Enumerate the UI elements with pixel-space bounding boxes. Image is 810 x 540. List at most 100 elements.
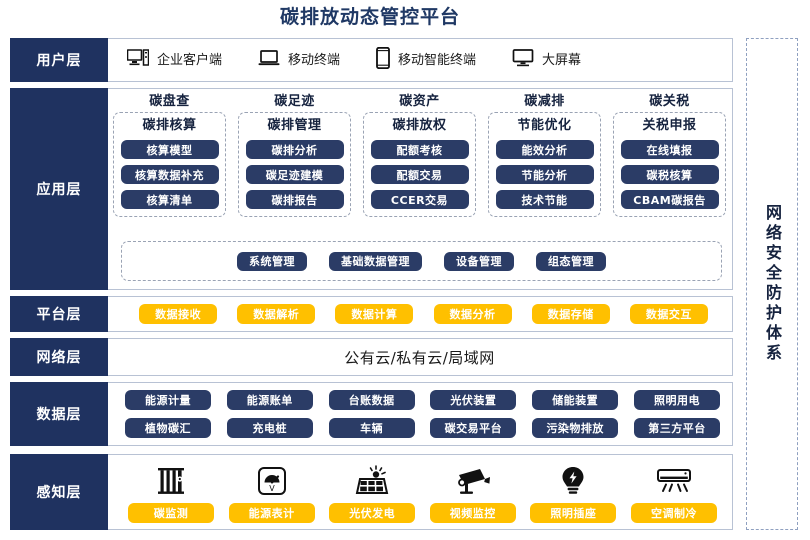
data-source-pill[interactable]: 第三方平台 bbox=[633, 418, 720, 438]
app-item-pill[interactable]: 核算数据补充 bbox=[120, 165, 219, 184]
data-source-pill[interactable]: 能源计量 bbox=[125, 390, 211, 410]
user-item-mobile-terminal[interactable]: 移动终端 bbox=[258, 49, 340, 71]
network-security-label: 网络安全防护体系 bbox=[763, 204, 782, 364]
layer-label-application: 应用层 bbox=[10, 88, 108, 290]
platform-item-pill[interactable]: 数据存储 bbox=[531, 304, 610, 324]
desktop-tower-icon bbox=[126, 49, 150, 71]
sensing-item-solar-power[interactable]: 光伏发电 bbox=[326, 461, 418, 523]
sensing-item-label[interactable]: 光伏发电 bbox=[329, 503, 416, 523]
app-item-pill[interactable]: 在线填报 bbox=[620, 140, 719, 159]
data-source-pill[interactable]: 照明用电 bbox=[633, 390, 720, 410]
energy-meter-icon: V bbox=[256, 461, 288, 501]
layer-body-user: 企业客户端 移动终端 移动智能终端 bbox=[107, 39, 732, 81]
network-security-band: 网络安全防护体系 bbox=[746, 38, 798, 530]
data-source-grid: 能源计量 能源账单 台账数据 光伏装置 储能装置 照明用电 植物碳汇 充电桩 车… bbox=[125, 390, 720, 438]
sensing-device-grid: 碳监测 V 能源表计 bbox=[125, 461, 720, 523]
layer-label-platform: 平台层 bbox=[10, 296, 108, 332]
svg-text:V: V bbox=[269, 484, 275, 493]
laptop-icon bbox=[258, 49, 280, 71]
app-item-pill[interactable]: 碳排报告 bbox=[245, 190, 344, 209]
app-group-carbon-inventory: 碳盘查 碳排核算 核算模型 核算数据补充 核算清单 bbox=[113, 93, 226, 217]
layer-body-data: 能源计量 能源账单 台账数据 光伏装置 储能装置 照明用电 植物碳汇 充电桩 车… bbox=[107, 383, 732, 445]
light-bulb-icon bbox=[560, 461, 586, 501]
app-group-box: 碳排核算 核算模型 核算数据补充 核算清单 bbox=[113, 112, 226, 217]
platform-item-pill[interactable]: 数据计算 bbox=[335, 304, 414, 324]
app-item-pill[interactable]: 核算清单 bbox=[120, 190, 219, 209]
user-item-enterprise-client[interactable]: 企业客户端 bbox=[126, 49, 222, 71]
app-item-pill[interactable]: 核算模型 bbox=[120, 140, 219, 159]
common-service-pill[interactable]: 设备管理 bbox=[444, 251, 514, 271]
app-group-title: 碳足迹 bbox=[274, 94, 315, 109]
layer-body-platform: 数据接收 数据解析 数据计算 数据分析 数据存储 数据交互 bbox=[107, 297, 732, 331]
data-source-pill[interactable]: 能源账单 bbox=[226, 390, 313, 410]
app-group-box: 节能优化 能效分析 节能分析 技术节能 bbox=[488, 112, 601, 217]
data-source-pill[interactable]: 台账数据 bbox=[328, 390, 415, 410]
app-item-pill[interactable]: 配额考核 bbox=[370, 140, 469, 159]
app-item-pill[interactable]: 碳税核算 bbox=[620, 165, 719, 184]
sensing-item-label[interactable]: 碳监测 bbox=[128, 503, 214, 523]
layer-label-sensing: 感知层 bbox=[10, 454, 108, 530]
air-conditioner-icon bbox=[656, 461, 692, 501]
common-service-pill[interactable]: 组态管理 bbox=[536, 251, 606, 271]
data-source-pill[interactable]: 车辆 bbox=[328, 418, 415, 438]
layer-row-user: 用户层 企业客户端 bbox=[10, 38, 733, 82]
app-group-box: 关税申报 在线填报 碳税核算 CBAM碳报告 bbox=[613, 112, 726, 217]
layer-body-network: 公有云/私有云/局域网 bbox=[107, 339, 732, 375]
sensing-item-energy-meter[interactable]: V 能源表计 bbox=[226, 461, 318, 523]
app-group-carbon-asset: 碳资产 碳排放权 配额考核 配额交易 CCER交易 bbox=[363, 93, 476, 217]
sensing-item-label[interactable]: 空调制冷 bbox=[630, 503, 717, 523]
data-source-pill[interactable]: 光伏装置 bbox=[430, 390, 517, 410]
app-group-title: 碳减排 bbox=[524, 94, 565, 109]
app-group-subtitle: 碳排放权 bbox=[392, 118, 447, 133]
app-item-pill[interactable]: 节能分析 bbox=[495, 165, 594, 184]
platform-item-pill[interactable]: 数据接收 bbox=[139, 304, 218, 324]
app-group-box: 碳排放权 配额考核 配额交易 CCER交易 bbox=[363, 112, 476, 217]
layer-label-network: 网络层 bbox=[10, 338, 108, 376]
data-source-row: 能源计量 能源账单 台账数据 光伏装置 储能装置 照明用电 bbox=[125, 390, 720, 410]
app-group-subtitle: 碳排管理 bbox=[267, 118, 322, 133]
app-group-title: 碳关税 bbox=[649, 94, 690, 109]
platform-item-pill[interactable]: 数据分析 bbox=[433, 304, 512, 324]
platform-item-pill[interactable]: 数据解析 bbox=[237, 304, 316, 324]
user-item-label: 移动终端 bbox=[288, 52, 341, 68]
app-item-pill[interactable]: 配额交易 bbox=[370, 165, 469, 184]
application-common-services-box: 系统管理 基础数据管理 设备管理 组态管理 bbox=[121, 241, 722, 281]
sensing-item-label[interactable]: 视频监控 bbox=[429, 503, 516, 523]
carbon-monitor-icon bbox=[156, 461, 186, 501]
data-source-pill[interactable]: 充电桩 bbox=[226, 418, 313, 438]
user-item-big-screen[interactable]: 大屏幕 bbox=[512, 49, 581, 71]
sensing-item-label[interactable]: 照明插座 bbox=[530, 503, 617, 523]
data-source-pill[interactable]: 污染物排放 bbox=[532, 418, 619, 438]
data-source-pill[interactable]: 储能装置 bbox=[532, 390, 619, 410]
sensing-item-label[interactable]: 能源表计 bbox=[228, 503, 315, 523]
smartphone-icon bbox=[376, 46, 390, 73]
solar-panel-icon bbox=[355, 461, 389, 501]
app-item-pill[interactable]: 能效分析 bbox=[495, 140, 594, 159]
data-source-pill[interactable]: 碳交易平台 bbox=[430, 418, 517, 438]
app-item-pill[interactable]: CBAM碳报告 bbox=[620, 190, 719, 209]
data-source-pill[interactable]: 植物碳汇 bbox=[125, 418, 211, 438]
app-group-subtitle: 碳排核算 bbox=[142, 118, 197, 133]
app-group-title: 碳资产 bbox=[399, 94, 440, 109]
sensing-item-air-conditioning[interactable]: 空调制冷 bbox=[628, 461, 720, 523]
user-item-smart-mobile-terminal[interactable]: 移动智能终端 bbox=[376, 46, 476, 73]
sensing-item-carbon-monitor[interactable]: 碳监测 bbox=[125, 461, 217, 523]
data-source-row: 植物碳汇 充电桩 车辆 碳交易平台 污染物排放 第三方平台 bbox=[125, 418, 720, 438]
layer-label-data: 数据层 bbox=[10, 382, 108, 446]
user-item-label: 大屏幕 bbox=[542, 52, 582, 68]
layer-row-platform: 平台层 数据接收 数据解析 数据计算 数据分析 数据存储 数据交互 bbox=[10, 296, 733, 332]
app-item-pill[interactable]: 碳足迹建模 bbox=[245, 165, 344, 184]
monitor-icon bbox=[512, 49, 534, 71]
common-service-pill[interactable]: 系统管理 bbox=[237, 251, 307, 271]
app-item-pill[interactable]: 技术节能 bbox=[495, 190, 594, 209]
sensing-item-lighting-socket[interactable]: 照明插座 bbox=[527, 461, 619, 523]
layer-body-application: 碳盘查 碳排核算 核算模型 核算数据补充 核算清单 碳足迹 碳排管理 碳排分析 … bbox=[107, 89, 732, 289]
layer-body-sensing: 碳监测 V 能源表计 bbox=[107, 455, 732, 529]
app-item-pill[interactable]: CCER交易 bbox=[370, 190, 469, 209]
common-service-pill[interactable]: 基础数据管理 bbox=[329, 251, 422, 271]
app-item-pill[interactable]: 碳排分析 bbox=[245, 140, 344, 159]
platform-item-pill[interactable]: 数据交互 bbox=[629, 304, 708, 324]
sensing-item-video-surveillance[interactable]: 视频监控 bbox=[427, 461, 519, 523]
app-group-carbon-footprint: 碳足迹 碳排管理 碳排分析 碳足迹建模 碳排报告 bbox=[238, 93, 351, 217]
network-text: 公有云/私有云/局域网 bbox=[344, 348, 495, 367]
